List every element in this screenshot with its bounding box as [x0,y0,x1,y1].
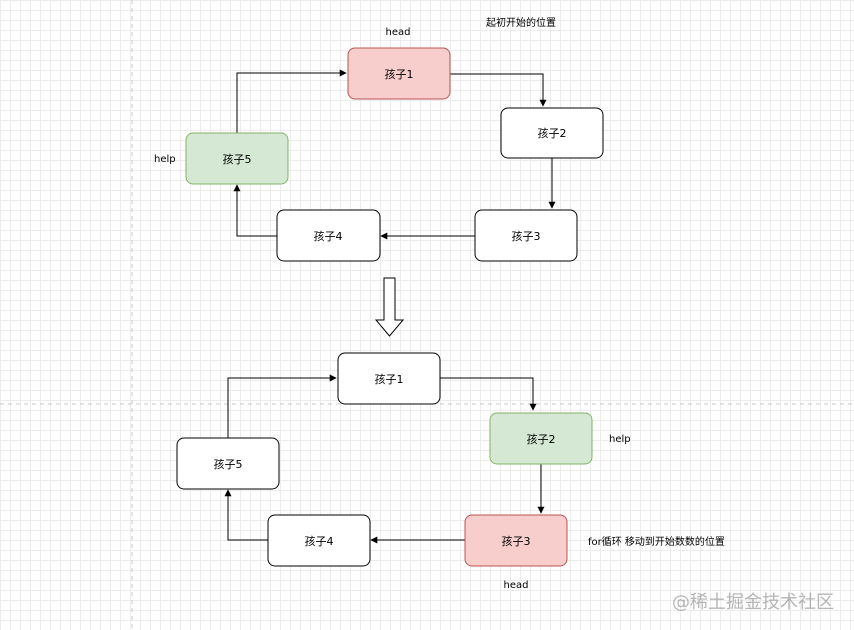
bottom-node-1[interactable]: 孩子1 [337,352,441,405]
bottom-node-1-label: 孩子1 [375,373,404,386]
top-edge-5-to-1 [236,69,347,133]
bottom-note: for循环 移动到开始数数的位置 [588,535,725,548]
bottom-node-2-label: 孩子2 [527,433,556,446]
transition-arrow-icon [374,277,405,337]
bottom-node-4[interactable]: 孩子4 [267,514,371,567]
top-title-note: 起初开始的位置 [486,16,556,29]
top-node-1-label: 孩子1 [385,68,414,81]
bottom-head-label: head [504,580,529,591]
bottom-edge-5-to-1 [227,374,337,438]
bottom-node-5-label: 孩子5 [214,458,243,471]
top-help-label: help [154,154,176,165]
bottom-help-label: help [609,434,631,445]
top-node-3[interactable]: 孩子3 [474,209,578,262]
top-edge-4-to-5 [233,184,277,237]
bottom-node-3[interactable]: 孩子3 [464,514,568,567]
bottom-node-5[interactable]: 孩子5 [176,437,280,490]
top-node-2-label: 孩子2 [538,127,567,140]
watermark: @稀土掘金技术社区 [672,592,834,613]
bottom-node-3-label: 孩子3 [502,535,531,548]
bottom-edge-4-to-5 [224,489,268,541]
top-edge-1-to-2 [450,73,547,107]
top-node-4[interactable]: 孩子4 [276,209,381,262]
top-head-label: head [386,27,411,38]
top-node-1[interactable]: 孩子1 [347,47,451,100]
bottom-node-2[interactable]: 孩子2 [489,412,593,465]
bottom-node-4-label: 孩子4 [305,535,334,548]
bottom-edge-1-to-2 [440,377,537,411]
bottom-diagram: 孩子1 孩子2 孩子3 孩子4 孩子5 help for循环 移动到开始数数的位… [176,352,725,591]
top-node-3-label: 孩子3 [512,230,541,243]
top-node-4-label: 孩子4 [314,230,343,243]
top-node-5[interactable]: 孩子5 [185,132,289,185]
top-diagram: 孩子1 孩子2 孩子3 孩子4 孩子5 head 起初开始的位置 help [154,16,604,262]
top-node-2[interactable]: 孩子2 [500,107,604,159]
top-node-5-label: 孩子5 [223,153,252,166]
